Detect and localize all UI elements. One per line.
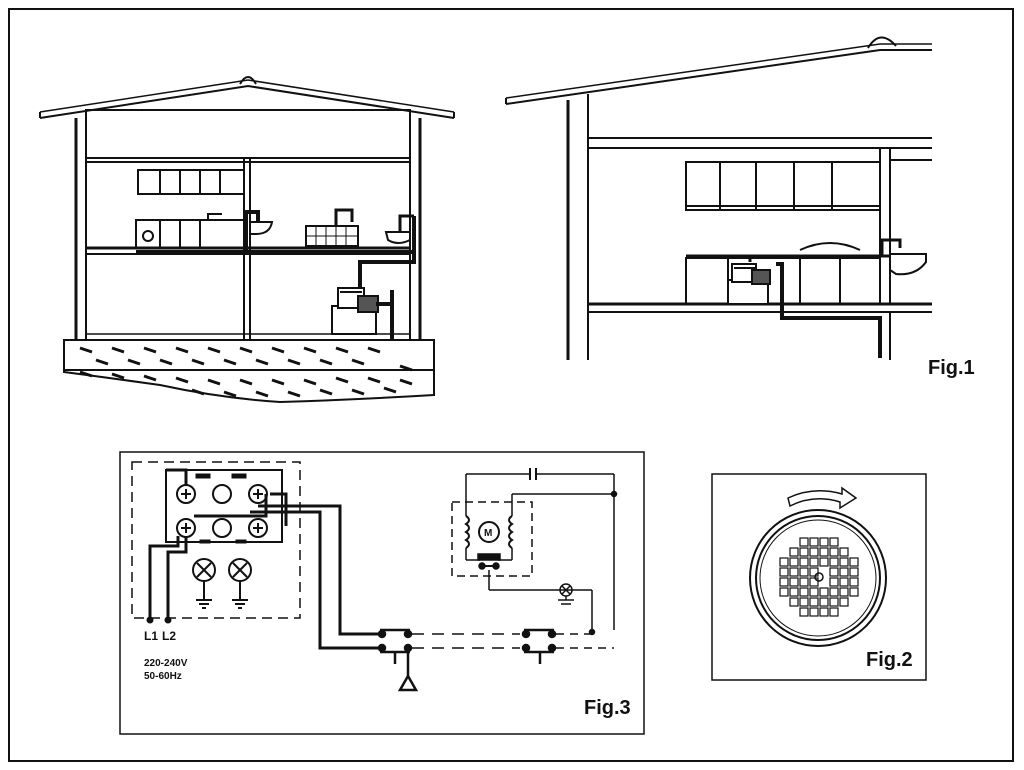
fan-cover-outer (749, 509, 887, 647)
house-right-roof (505, 49, 932, 105)
house-left-sink-1 (250, 221, 274, 235)
thermal-protector (477, 553, 501, 561)
house-left-sink-2 (384, 231, 411, 244)
wire-to-switch-2 (250, 510, 380, 650)
fig3-frame (119, 451, 645, 735)
fan-cover-grid (779, 537, 859, 617)
house-right-sink (889, 253, 927, 276)
wiring-diagram (119, 451, 645, 735)
house-left-wall-cabinets (137, 169, 245, 195)
wire-l1 (148, 536, 180, 620)
motor-box (451, 501, 533, 577)
frequency-label: 50-60Hz (144, 671, 182, 682)
house-right-pipe (748, 254, 890, 262)
fan-cover-ring (759, 519, 877, 637)
house-right-wall-cabinets (685, 161, 881, 211)
voltage-label: 220-240V (144, 658, 188, 669)
terminal-blank-2 (212, 518, 232, 538)
fig2-frame (711, 473, 927, 681)
motor-earth (558, 583, 574, 605)
motor-circuit (451, 468, 618, 636)
pressure-switch (377, 628, 419, 692)
house-right-pump (727, 263, 771, 305)
terminal-box (131, 461, 301, 619)
wire-l2 (166, 537, 188, 620)
house-left-roof-inner (39, 79, 455, 113)
house-left-washing-machine (142, 230, 154, 242)
house-left (39, 76, 455, 362)
fan-cover-inner (755, 515, 881, 641)
house-left-roof (39, 84, 455, 119)
wire-to-switch-1 (258, 504, 380, 636)
rotation-arrow (787, 486, 858, 510)
house-left-kitchen-tap (207, 213, 222, 220)
house-left-pump (331, 287, 394, 335)
house-right-roof-vent (867, 36, 897, 49)
rotation-figure (711, 473, 927, 681)
line-label-l1: L1 (144, 629, 158, 643)
fan-shaft (814, 572, 824, 582)
fig2-label: Fig.2 (866, 649, 913, 671)
terminal-screw-4 (248, 518, 268, 538)
fig1-label: Fig.1 (928, 357, 975, 379)
house-right (505, 36, 932, 360)
terminal-blank-1 (212, 484, 232, 504)
motor-label: M (484, 528, 492, 539)
house-left-attic (85, 109, 411, 159)
motor-symbol (478, 521, 500, 543)
motor-winding-1 (464, 515, 470, 549)
float-switch (521, 628, 557, 664)
page-border (8, 8, 1014, 762)
house-right-tap (880, 238, 902, 256)
line-label-l2: L2 (162, 629, 176, 643)
house-left-roof-vent (239, 76, 257, 85)
motor-winding-2 (508, 515, 514, 549)
fig3-label: Fig.3 (584, 697, 631, 719)
ground-left (63, 339, 435, 404)
